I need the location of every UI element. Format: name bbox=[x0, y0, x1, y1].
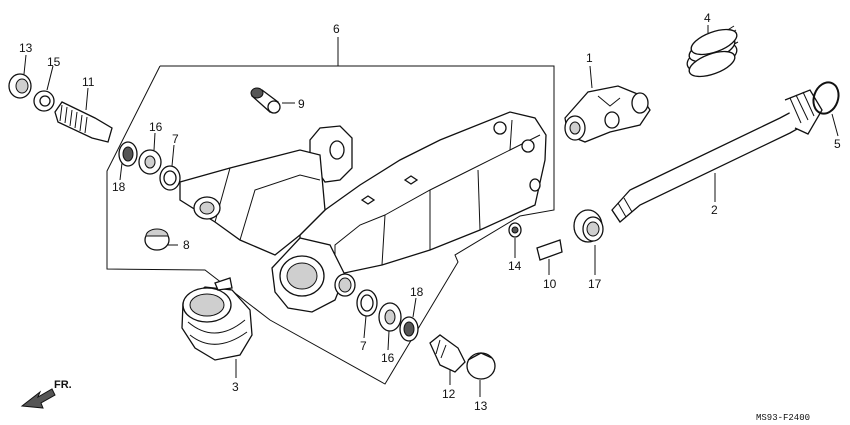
callout-7-right: 7 bbox=[360, 339, 367, 353]
callout-16-left: 16 bbox=[149, 120, 163, 134]
spring-4 bbox=[686, 25, 739, 78]
universal-joint-1 bbox=[564, 65, 651, 143]
callout-1: 1 bbox=[586, 51, 593, 65]
ring-nut-17 bbox=[573, 209, 604, 275]
plug-8 bbox=[144, 228, 178, 251]
callout-8: 8 bbox=[183, 238, 190, 252]
callout-13-top: 13 bbox=[19, 41, 33, 55]
callout-14: 14 bbox=[508, 259, 522, 273]
cap-13-left bbox=[8, 54, 32, 99]
callout-15: 15 bbox=[47, 55, 61, 69]
callout-7-left: 7 bbox=[172, 132, 179, 146]
boot-3 bbox=[181, 277, 253, 378]
drive-shaft-2 bbox=[611, 89, 823, 223]
callout-6: 6 bbox=[333, 22, 340, 36]
front-direction-arrow: FR. bbox=[20, 379, 72, 409]
bushing-9 bbox=[250, 87, 295, 114]
callout-10: 10 bbox=[543, 277, 557, 291]
callout-11: 11 bbox=[82, 75, 95, 89]
plate-10 bbox=[536, 239, 563, 275]
callout-12: 12 bbox=[442, 387, 456, 401]
washer-15 bbox=[33, 65, 55, 112]
callout-2: 2 bbox=[711, 203, 718, 217]
bolt-12 bbox=[429, 334, 466, 385]
diagram-code: MS93-F2400 bbox=[756, 413, 810, 423]
callout-18-right: 18 bbox=[410, 285, 424, 299]
callout-13-lower: 13 bbox=[474, 399, 488, 413]
bearing-stack-left bbox=[118, 132, 181, 191]
callout-9: 9 bbox=[298, 97, 305, 111]
nut-14 bbox=[508, 222, 522, 258]
callout-4: 4 bbox=[704, 11, 711, 25]
assembly-outline bbox=[106, 65, 555, 385]
snap-ring-5 bbox=[812, 81, 840, 137]
callout-5: 5 bbox=[834, 137, 841, 151]
callout-16-right: 16 bbox=[381, 351, 395, 365]
bearing-stack-right bbox=[356, 289, 419, 351]
callout-18-left: 18 bbox=[112, 180, 126, 194]
callout-17: 17 bbox=[588, 277, 602, 291]
direction-label: FR. bbox=[54, 379, 72, 391]
callout-3: 3 bbox=[232, 380, 239, 394]
cap-13-lower bbox=[466, 352, 496, 397]
pivot-bolt-11 bbox=[54, 87, 113, 143]
swingarm bbox=[179, 111, 547, 313]
